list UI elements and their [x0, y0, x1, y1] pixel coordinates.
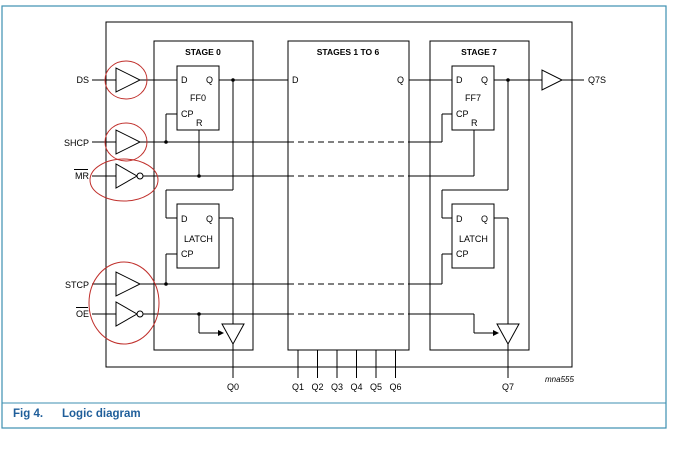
- output-label-q6: Q6: [389, 382, 401, 392]
- latch7-box: [451, 203, 495, 269]
- ff7-q-pin: Q: [481, 75, 488, 85]
- mr-highlight-circle: [89, 158, 159, 202]
- mr-inverter-bubble: [136, 172, 144, 180]
- q7s-label: Q7S: [588, 75, 606, 85]
- latch0-d-pin: D: [181, 214, 188, 224]
- stages1-6-q-pin: Q: [397, 75, 404, 85]
- q7s-buffer-gate: [541, 69, 564, 91]
- oe-inverter-bubble: [136, 310, 144, 318]
- ff0-q-pin: Q: [206, 75, 213, 85]
- q0-label: Q0: [227, 382, 239, 392]
- mr-label: MR: [75, 171, 89, 181]
- ff0-r-pin: R: [196, 118, 203, 128]
- ff7-r-pin: R: [471, 118, 478, 128]
- shcp-highlight-circle: [104, 122, 148, 162]
- stages1-6-block: [287, 40, 410, 351]
- stages1-6-outputs: Q1 Q2 Q3 Q4 Q5 Q6: [292, 350, 402, 392]
- stcp-buffer-gate: [115, 271, 142, 297]
- stage0-title: STAGE 0: [185, 47, 221, 57]
- latch7-name: LATCH: [459, 234, 488, 244]
- reference-tag: mna555: [545, 375, 574, 384]
- shcp-label: SHCP: [64, 138, 89, 148]
- mr-junction: [197, 174, 201, 178]
- q0-output-buffer: [221, 323, 245, 346]
- oe-label: OE: [76, 309, 89, 319]
- ff0-box: [176, 65, 220, 131]
- q7-output-buffer: [496, 323, 520, 346]
- figure-title: Logic diagram: [62, 408, 141, 420]
- output-label-q3: Q3: [331, 382, 343, 392]
- mr-inverter-gate: [115, 163, 139, 189]
- stcp-oe-highlight-circle: [88, 261, 160, 345]
- q7-label: Q7: [502, 382, 514, 392]
- latch0-box: [176, 203, 220, 269]
- output-label-q5: Q5: [370, 382, 382, 392]
- ds-highlight-circle: [104, 60, 148, 100]
- ds-label: DS: [76, 75, 89, 85]
- ff7-cp-pin: CP: [456, 109, 469, 119]
- latch7-cp-pin: CP: [456, 249, 469, 259]
- output-label-q4: Q4: [350, 382, 362, 392]
- ff0-name: FF0: [190, 93, 206, 103]
- stage7-title: STAGE 7: [461, 47, 497, 57]
- ff7-name: FF7: [465, 93, 481, 103]
- ff0-cp-pin: CP: [181, 109, 194, 119]
- latch0-q-pin: Q: [206, 214, 213, 224]
- latch0-cp-pin: CP: [181, 249, 194, 259]
- latch0-name: LATCH: [184, 234, 213, 244]
- ff7-box: [451, 65, 495, 131]
- output-label-q1: Q1: [292, 382, 304, 392]
- output-label-q2: Q2: [311, 382, 323, 392]
- shcp-junction: [164, 140, 168, 144]
- stages1-6-d-pin: D: [292, 75, 299, 85]
- shcp-buffer-gate: [115, 129, 142, 155]
- figure-number: Fig 4.: [13, 408, 43, 420]
- ff7-d-pin: D: [456, 75, 463, 85]
- stcp-label: STCP: [65, 280, 89, 290]
- ff0-d-pin: D: [181, 75, 188, 85]
- oe0-arrow: [218, 330, 224, 336]
- ds-buffer-gate: [115, 67, 142, 93]
- diagram-frame: [105, 21, 573, 368]
- oe-inverter-gate: [115, 301, 139, 327]
- stages1-6-title: STAGES 1 TO 6: [317, 47, 380, 57]
- latch7-q-pin: Q: [481, 214, 488, 224]
- oe7-arrow: [493, 330, 499, 336]
- figure-border: [1, 5, 667, 429]
- latch7-d-pin: D: [456, 214, 463, 224]
- stcp-junction: [164, 282, 168, 286]
